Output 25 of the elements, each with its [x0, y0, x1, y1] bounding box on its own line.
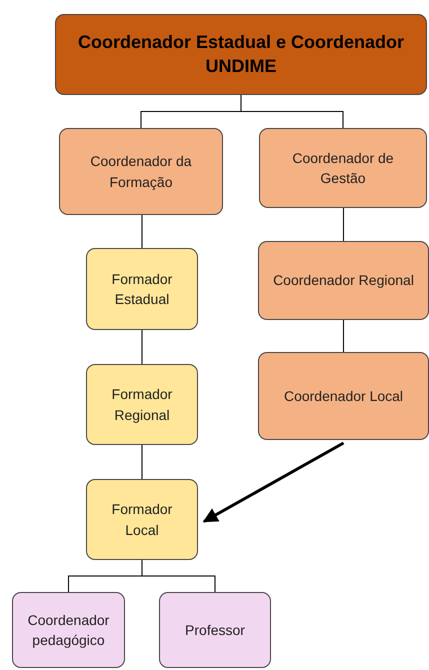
role-label: Formador Regional — [110, 385, 174, 425]
role-label: Coordenador Regional — [273, 271, 414, 290]
connector-line — [343, 208, 344, 242]
role-label: Coordenador Estadual e Coordenador UNDIME — [76, 31, 406, 78]
role-label: Coordenador da Formação — [89, 152, 193, 192]
role-box — [86, 479, 198, 560]
role-box — [12, 592, 125, 668]
role-box — [258, 352, 429, 440]
connector-line — [142, 560, 216, 592]
role-label: Formador Local — [110, 500, 174, 540]
header-box — [55, 14, 427, 95]
role-box — [86, 364, 198, 445]
role-label: Coordenador Local — [284, 386, 404, 406]
connector-line — [240, 94, 344, 128]
connector-line — [343, 320, 344, 352]
role-label: Coordenador de Gestão — [291, 148, 395, 188]
role-label: Formador Estadual — [110, 270, 174, 309]
role-box — [159, 592, 271, 668]
role-label: Coordenador pedagógico — [26, 610, 110, 650]
role-box — [258, 241, 429, 320]
role-label: Professor — [185, 620, 245, 640]
arrow — [202, 442, 344, 523]
role-box — [59, 128, 223, 215]
role-box — [86, 248, 198, 330]
role-box — [259, 128, 427, 208]
